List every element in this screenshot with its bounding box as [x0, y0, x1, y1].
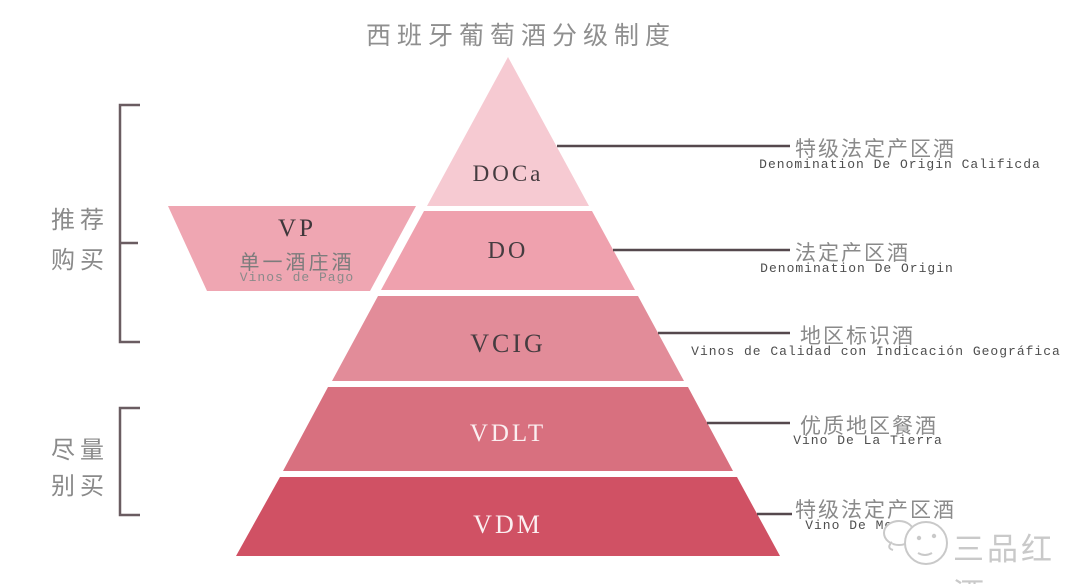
bracket-recommend: [118, 103, 140, 344]
vp-flag-name-zh: 单一酒庄酒: [239, 252, 355, 274]
annotation-vcig-zh: 地区标识酒: [800, 325, 915, 348]
vp-flag-name-en: Vinos de Pago: [239, 270, 355, 285]
watermark-brand-text: 三品红酒: [953, 532, 1055, 584]
pyramid-level-vcig: [332, 296, 684, 381]
pyramid-level-vdm: [236, 477, 780, 556]
level-code-do: DO: [487, 238, 529, 264]
annotation-vdm-zh: 特级法定产区酒: [795, 499, 956, 522]
annotation-do-en: Denomination De Origin: [760, 261, 954, 276]
vp-flag-code: VP: [278, 215, 316, 242]
page-title: 西班牙葡萄酒分级制度: [365, 22, 677, 50]
level-code-vcig: VCIG: [470, 329, 546, 358]
recommend-label-line2: 购买: [51, 247, 109, 274]
chick-face-icon: [883, 520, 948, 565]
pyramid-level-doca: [427, 57, 589, 206]
annotation-doca-zh: 特级法定产区酒: [795, 138, 956, 161]
annotation-do-zh: 法定产区酒: [795, 242, 910, 265]
bracket-avoid: [118, 406, 140, 517]
annotation-vcig-en: Vinos de Calidad con Indicación Geográfi…: [691, 344, 1061, 359]
annotation-vdlt-en: Vino De La Tierra: [793, 433, 943, 448]
annotation-vdlt-zh: 优质地区餐酒: [800, 415, 938, 438]
pyramid-level-vdlt: [283, 387, 733, 471]
level-code-doca: DOCa: [472, 161, 544, 186]
annotation-doca-en: Denomination De Origin Calificda: [759, 157, 1041, 172]
recommend-label-line1: 推荐: [51, 207, 109, 234]
avoid-label-line1: 尽量: [51, 437, 109, 464]
level-code-vdlt: VDLT: [469, 420, 547, 447]
level-code-vdm: VDM: [473, 510, 543, 539]
pyramid-level-do: [381, 211, 635, 290]
vp-flag-shape: [168, 206, 416, 291]
avoid-label-line2: 别买: [51, 473, 109, 500]
